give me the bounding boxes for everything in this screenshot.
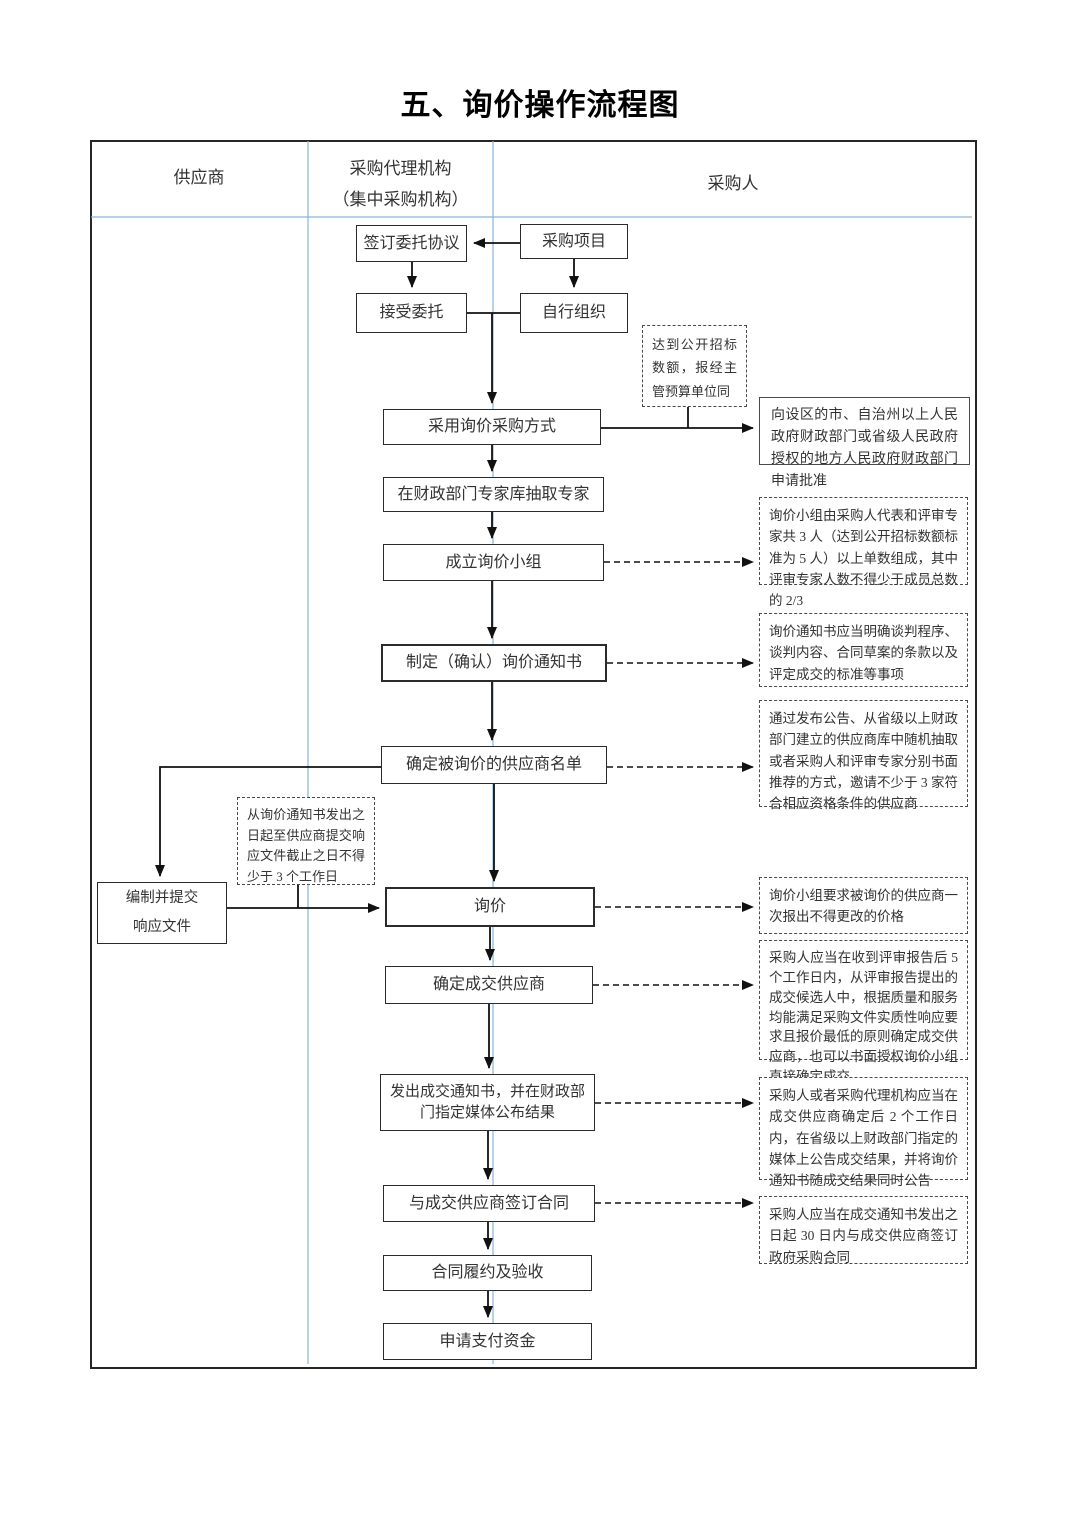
node-procurement-project: 采购项目 bbox=[520, 224, 628, 259]
node-prepare-response-line2: 响应文件 bbox=[133, 918, 191, 935]
note-notice-content-rule: 询价通知书应当明确谈判程序、谈判内容、合同草案的条款以及评定成交的标准等事项 bbox=[759, 613, 968, 687]
note-apply-approval: 向设区的市、自治州以上人民政府财政部门或省级人民政府授权的地方人民政府财政部门申… bbox=[759, 397, 970, 489]
node-accept-entrustment: 接受委托 bbox=[356, 293, 467, 333]
lane-header-agency-line2: （集中采购机构） bbox=[332, 190, 469, 209]
flowchart-frame bbox=[90, 140, 977, 1369]
node-determine-supplier-list: 确定被询价的供应商名单 bbox=[381, 746, 607, 784]
lane-header-purchaser: 采购人 bbox=[707, 174, 759, 193]
note-announce-result-rule: 采购人或者采购代理机构应当在成交供应商确定后 2 个工作日内，在省级以上财政部门… bbox=[759, 1077, 968, 1188]
note-inquiry-group-rule: 询价小组由采购人代表和评审专家共 3 人（达到公开招标数额标准为 5 人）以上单… bbox=[759, 497, 968, 608]
node-inquiry: 询价 bbox=[385, 887, 595, 927]
note-contract-deadline-rule: 采购人应当在成交通知书发出之日起 30 日内与成交供应商签订政府采购合同 bbox=[759, 1196, 968, 1265]
note-open-tender-threshold: 达到公开招标数额，报经主管预算单位同 bbox=[642, 325, 747, 407]
node-determine-deal-supplier: 确定成交供应商 bbox=[385, 966, 593, 1004]
lane-header-agency: 采购代理机构 （集中采购机构） bbox=[308, 153, 493, 215]
note-one-quote-rule: 询价小组要求被询价的供应商一次报出不得更改的价格 bbox=[759, 877, 968, 934]
node-contract-performance: 合同履约及验收 bbox=[383, 1255, 592, 1291]
node-establish-inquiry-group: 成立询价小组 bbox=[383, 544, 604, 581]
flow-connectors bbox=[155, 238, 754, 1318]
lane-header-supplier: 供应商 bbox=[173, 168, 225, 187]
node-self-organize: 自行组织 bbox=[520, 293, 628, 333]
page-title: 五、询价操作流程图 bbox=[400, 89, 680, 122]
node-prepare-response: 编制并提交 响应文件 bbox=[97, 882, 227, 944]
lane-header-agency-line1: 采购代理机构 bbox=[349, 159, 452, 178]
node-prepare-response-line1: 编制并提交 bbox=[125, 889, 199, 906]
note-determine-deal-rule: 采购人应当在收到评审报告后 5 个工作日内，从评审报告提出的成交候选人中，根据质… bbox=[759, 940, 968, 1084]
annotation-connectors bbox=[593, 557, 754, 1208]
node-adopt-inquiry-method: 采用询价采购方式 bbox=[383, 409, 601, 445]
node-apply-payment: 申请支付资金 bbox=[383, 1323, 592, 1360]
note-response-deadline-rule: 从询价通知书发出之日起至供应商提交响应文件截止之日不得少于 3 个工作日 bbox=[237, 797, 375, 885]
note-supplier-invite-rule: 通过发布公告、从省级以上财政部门建立的供应商库中随机抽取或者采购人和评审专家分别… bbox=[759, 700, 968, 811]
node-make-inquiry-notice: 制定（确认）询价通知书 bbox=[381, 644, 607, 682]
node-extract-experts: 在财政部门专家库抽取专家 bbox=[383, 477, 604, 512]
node-sign-contract: 与成交供应商签订合同 bbox=[383, 1185, 595, 1222]
node-sign-agreement: 签订委托协议 bbox=[356, 225, 467, 262]
arrow-list-to-prepare bbox=[155, 766, 381, 877]
node-issue-deal-notice: 发出成交通知书，并在财政部门指定媒体公布结果 bbox=[380, 1074, 595, 1131]
